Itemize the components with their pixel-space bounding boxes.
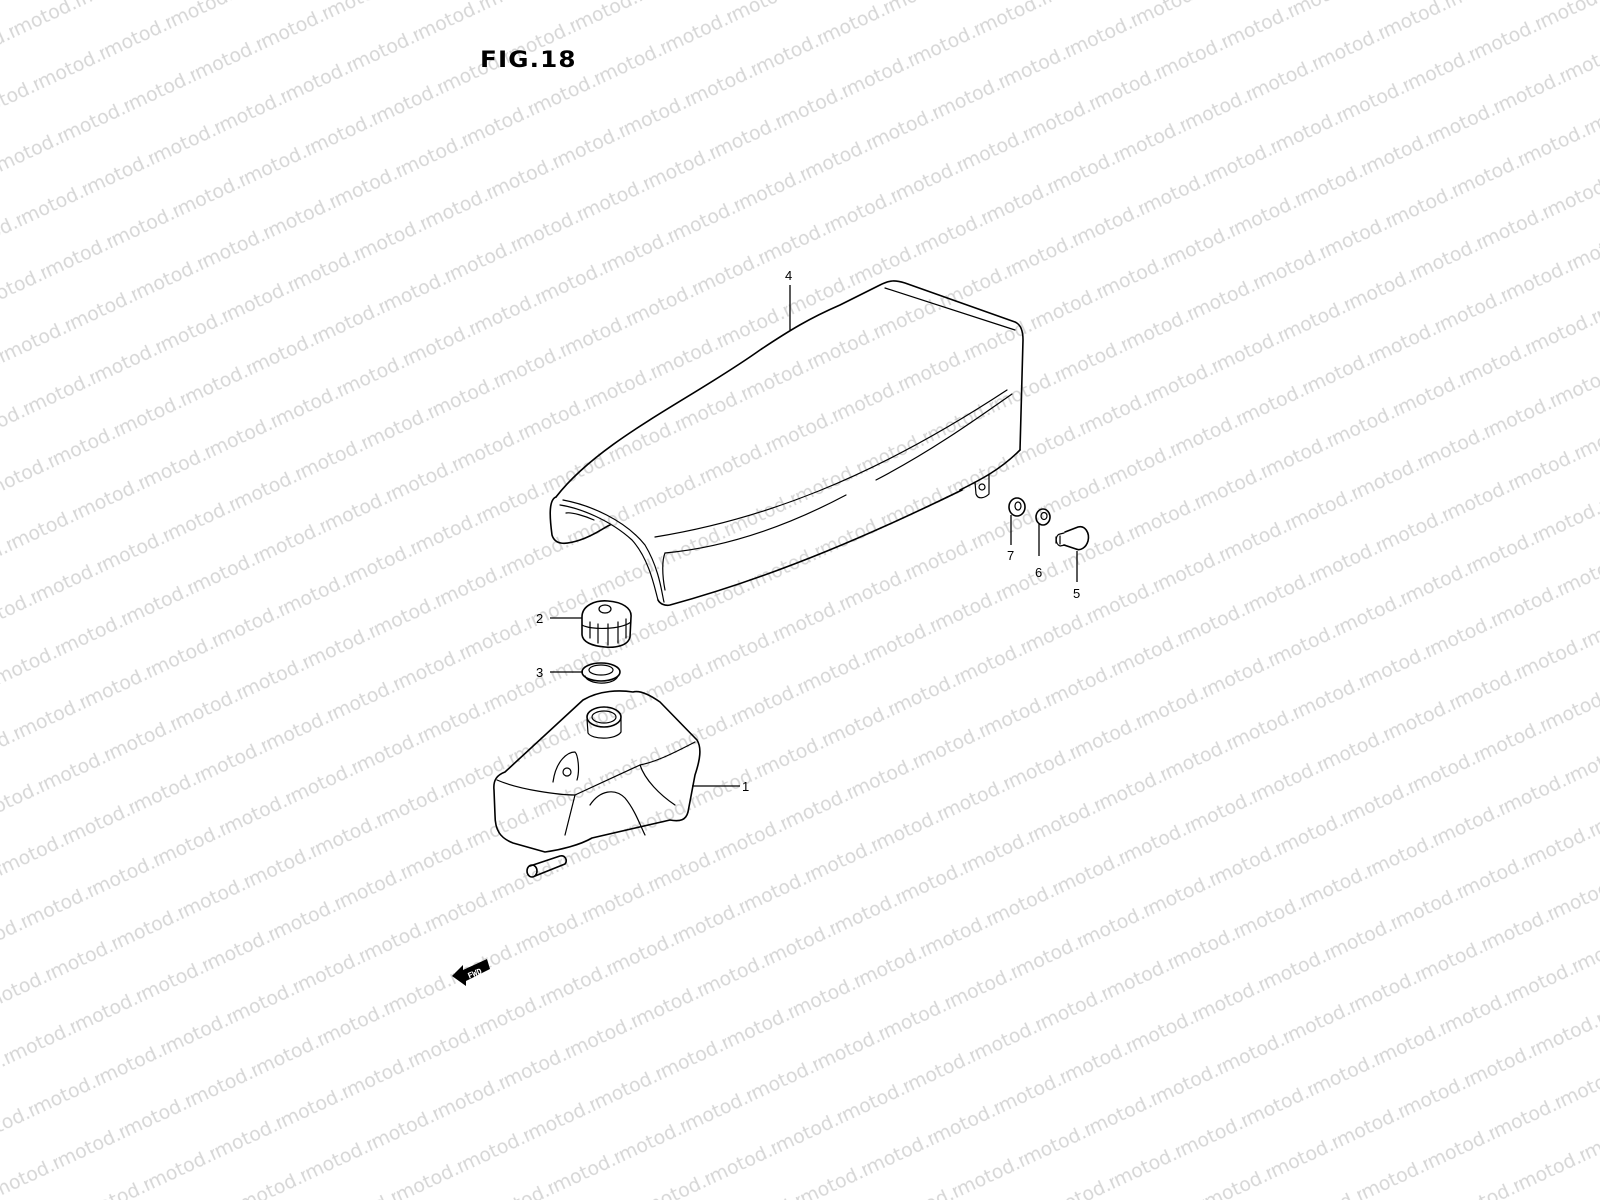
callout-7[interactable]: 7 bbox=[1007, 548, 1014, 563]
callout-6[interactable]: 6 bbox=[1035, 565, 1042, 580]
seat-part[interactable] bbox=[549, 280, 1024, 607]
cap-part[interactable] bbox=[581, 600, 632, 649]
gasket-part[interactable] bbox=[581, 662, 621, 684]
bolt-part[interactable] bbox=[1055, 525, 1090, 551]
fwd-direction-badge: FWD bbox=[452, 959, 490, 986]
callout-2[interactable]: 2 bbox=[536, 611, 543, 626]
arrow-left-icon bbox=[452, 959, 490, 986]
figure-title: FIG.18 bbox=[480, 48, 577, 73]
washer-part[interactable] bbox=[1008, 497, 1026, 517]
callout-4[interactable]: 4 bbox=[785, 268, 792, 283]
callout-5[interactable]: 5 bbox=[1073, 586, 1080, 601]
callout-1[interactable]: 1 bbox=[742, 779, 749, 794]
callout-3[interactable]: 3 bbox=[536, 665, 543, 680]
reservoir-tank-part[interactable] bbox=[493, 690, 701, 878]
lock-washer-part[interactable] bbox=[1035, 508, 1051, 526]
